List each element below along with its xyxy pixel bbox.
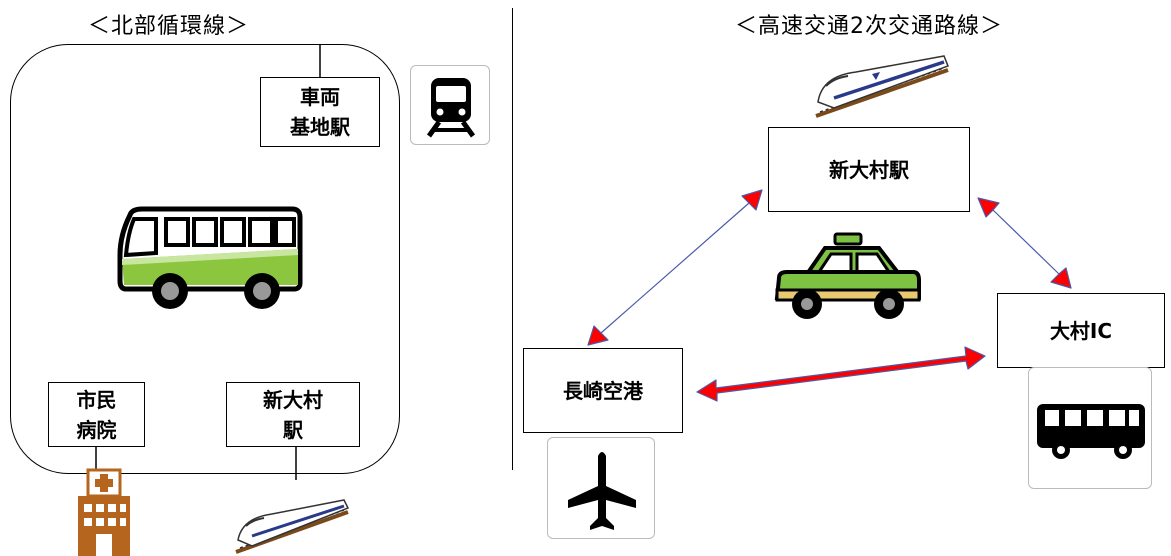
shin-omura-station-label: 新大村駅 [829,157,909,182]
airplane-pictogram-icon [547,437,655,539]
nagasaki-airport-label: 長崎空港 [563,378,643,403]
bullet-train-icon-left [235,499,350,554]
arrow-station-ic [977,197,1072,289]
left-section-title: ＜北部循環線＞ [88,14,250,39]
arrow-station-airport [587,189,763,346]
arrow-airport-ic [696,346,986,402]
nagasaki-airport-box: 長崎空港 [523,348,683,433]
taxi-icon [774,232,921,319]
train-pictogram-icon [410,65,490,145]
hospital-line1: 市民 [76,387,117,412]
bus-pictogram-icon [1028,367,1152,489]
right-section-title: ＜高速交通2次交通路線＞ [735,14,1003,39]
hospital-building-icon [78,468,130,556]
depot-station-box: 車両 基地駅 [260,77,380,147]
depot-station-line2: 基地駅 [290,115,350,139]
omura-ic-label: 大村IC [1049,318,1113,343]
section-divider [512,8,513,470]
omura-ic-box: 大村IC [997,293,1165,368]
hospital-line2: 病院 [76,417,117,442]
station-line1: 新大村 [263,387,323,412]
route-loop [10,44,400,474]
depot-station-line1: 車両 [300,85,340,109]
hospital-box: 市民 病院 [48,382,145,447]
shin-omura-station-box: 新大村駅 [768,127,970,212]
bus-icon [117,206,303,309]
bullet-train-icon-right [815,55,949,118]
station-line2: 駅 [283,417,303,442]
shin-omura-station-box-left: 新大村 駅 [226,382,360,447]
